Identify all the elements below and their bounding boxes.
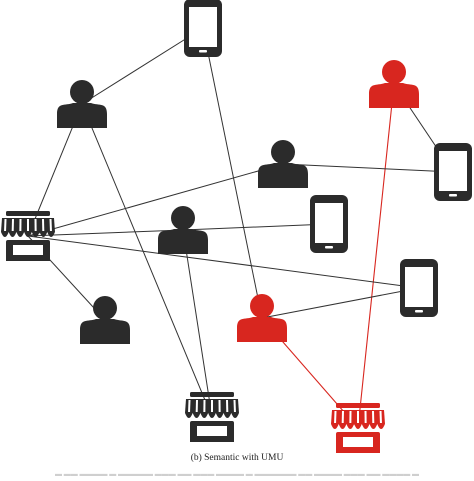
user-icon [80,296,130,344]
user-icon [369,60,419,108]
store-icon [185,392,239,442]
user-icon [57,80,107,128]
edge-user-3-to-store-bottom [182,229,213,418]
phone-icon [434,143,472,201]
phone-icon [400,259,438,317]
edge-user-2-to-phone-right [282,163,454,173]
edge-user-2-to-store-left [27,163,284,237]
user-icon [258,140,308,188]
phone-icon [310,195,348,253]
edge-user-red-to-store-red [357,83,395,429]
phone-icon [184,0,222,57]
edge-phone-top-to-user-1 [81,27,204,105]
edge-phone-top-to-user-red-2 [202,27,263,319]
edge-store-left-to-phone-right-low [27,235,420,289]
user-icon [237,294,287,342]
edge-store-left-to-user-3 [27,229,184,237]
figure-caption: (b) Semantic with UMU [190,453,284,463]
node-layer [1,0,472,453]
edge-layer [27,27,454,429]
edge-user-1-to-store-bottom [81,103,213,418]
edge-phone-right-low-to-user-red-2 [261,287,420,319]
store-icon [331,403,385,453]
edge-user-3-to-phone-mid [182,223,330,231]
faded-text-line: ▬ ▬▬ ▬▬▬▬ ▬ ▬▬▬▬▬ ▬▬▬ ▬▬ ▬▬▬ ▬▬▬▬ ▬ ▬▬▬▬… [55,470,419,478]
store-icon [1,211,55,261]
user-icon [158,206,208,254]
